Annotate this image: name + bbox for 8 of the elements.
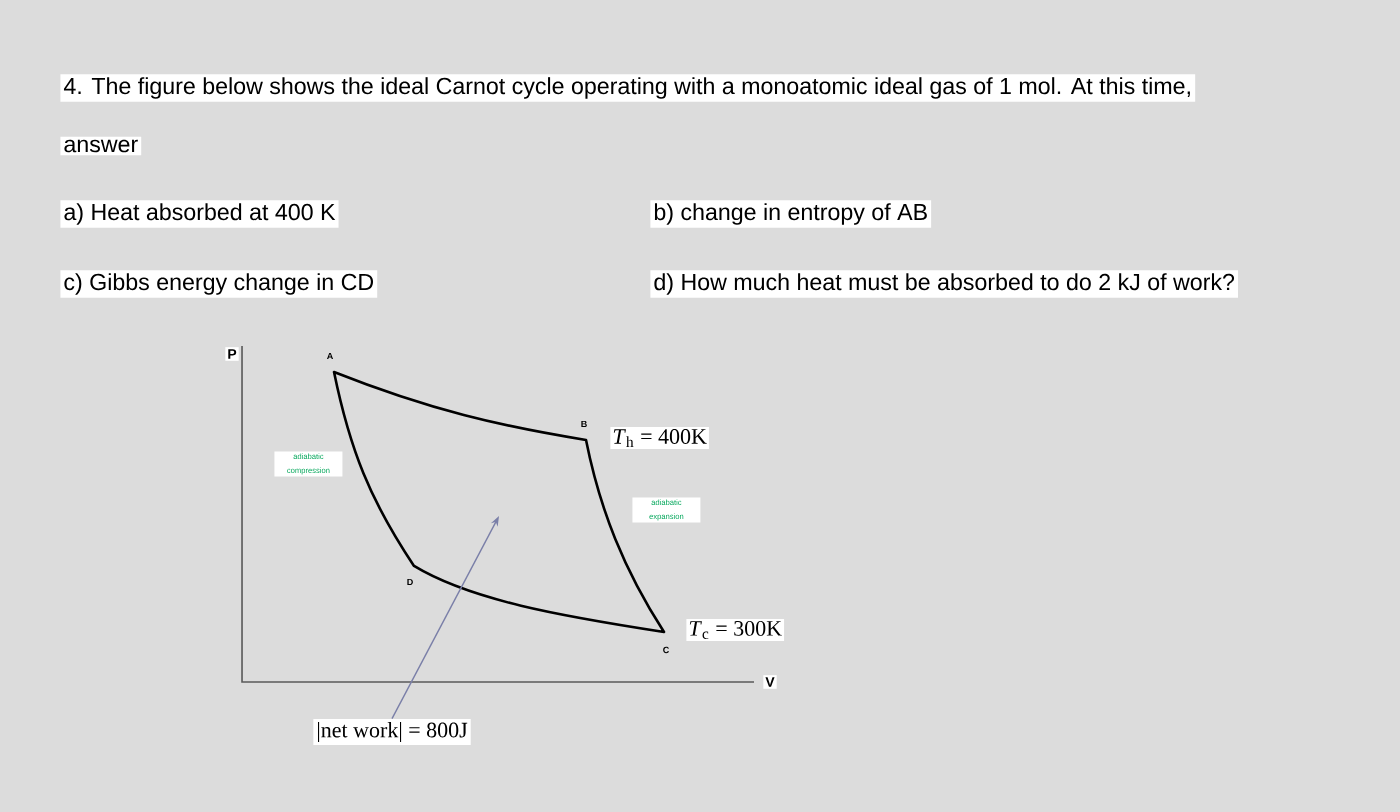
question-text: 4. The figure below shows the ideal Carnot cycle operating with a monoatomic ideal gas of 1 mol. At this time,	[60, 74, 1196, 102]
question-text: b) change in entropy of AB	[650, 200, 932, 228]
formula-text: |net work| = 800J	[313, 719, 471, 745]
question-text: a) Heat absorbed at 400 K	[60, 200, 339, 228]
temperature-label: T$_{h}$ = 400K	[610, 427, 709, 449]
question-text: d) How much heat must be absorbed to do 2 kJ of work?	[650, 270, 1238, 298]
temperature-label: T$_{c}$ = 300K	[686, 618, 785, 641]
question-text: c) Gibbs energy change in CD	[60, 270, 378, 298]
